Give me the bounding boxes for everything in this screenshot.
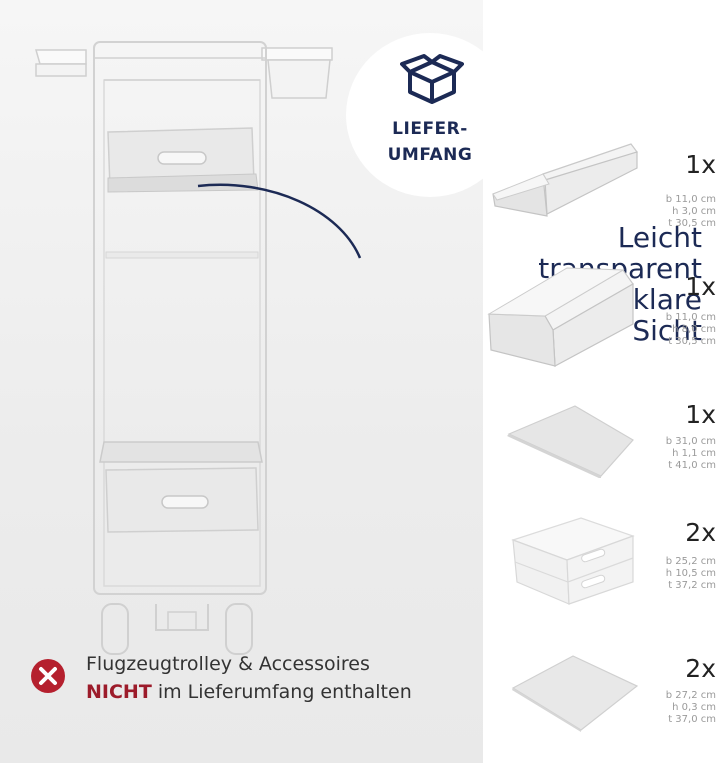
thin-sheet-image xyxy=(511,655,639,732)
dim-height: h 1,1 cm xyxy=(672,448,716,459)
flat-drawer-image xyxy=(492,143,638,217)
notice-line-2: NICHT im Lieferumfang enthalten xyxy=(86,678,412,706)
dim-height: h 0,3 cm xyxy=(672,702,716,713)
list-item: 1x b 31,0 cm h 1,1 cm t 41,0 cm xyxy=(483,398,720,478)
item-dimensions: b 11,0 cm h 3,0 cm t 30,5 cm xyxy=(666,194,716,230)
bubble-line-1: LIEFER- xyxy=(392,119,468,139)
notice-strong: NICHT xyxy=(86,681,152,703)
dim-width: b 25,2 cm xyxy=(665,556,716,567)
list-item: 1x b 11,0 cm h 8,0 cm t 30,5 cm xyxy=(483,262,720,372)
dim-width: b 27,2 cm xyxy=(665,690,716,701)
dim-height: h 8,0 cm xyxy=(672,324,716,335)
item-quantity: 1x xyxy=(685,150,716,179)
stacked-boxes-image xyxy=(511,517,635,605)
dim-width: b 11,0 cm xyxy=(665,194,716,205)
notice-rest: im Lieferumfang enthalten xyxy=(151,681,412,703)
dim-depth: t 37,2 cm xyxy=(668,580,716,591)
item-quantity: 1x xyxy=(685,400,716,429)
dim-depth: t 30,5 cm xyxy=(668,218,716,229)
item-dimensions: b 25,2 cm h 10,5 cm t 37,2 cm xyxy=(666,556,716,592)
scope-of-delivery-label: LIEFER- UMFANG xyxy=(370,116,490,168)
dim-depth: t 30,5 cm xyxy=(668,336,716,347)
dim-width: b 31,0 cm xyxy=(665,436,716,447)
notice-line-1: Flugzeugtrolley & Accessoires xyxy=(86,653,370,675)
callout-line-4: Sicht xyxy=(632,314,702,347)
callout-line-1: Leicht xyxy=(617,221,702,254)
trolley-illustration xyxy=(35,41,362,655)
notice-text: Flugzeugtrolley & Accessoires NICHT im L… xyxy=(86,650,412,706)
item-quantity: 2x xyxy=(685,518,716,547)
deep-drawer-image xyxy=(487,267,634,367)
contents-list-panel xyxy=(483,0,720,763)
item-dimensions: b 27,2 cm h 0,3 cm t 37,0 cm xyxy=(666,690,716,726)
dim-depth: t 37,0 cm xyxy=(668,714,716,725)
list-item: 1x b 11,0 cm h 3,0 cm t 30,5 cm xyxy=(483,140,720,240)
dim-height: h 10,5 cm xyxy=(665,568,716,579)
dim-height: h 3,0 cm xyxy=(672,206,716,217)
dim-width: b 11,0 cm xyxy=(665,312,716,323)
list-item: 2x b 27,2 cm h 0,3 cm t 37,0 cm xyxy=(483,648,720,744)
close-icon xyxy=(31,659,65,693)
box-icon xyxy=(400,54,464,104)
list-item: 2x b 25,2 cm h 10,5 cm t 37,2 cm xyxy=(483,512,720,612)
bubble-line-2: UMFANG xyxy=(387,145,473,165)
item-quantity: 1x xyxy=(685,272,716,301)
item-dimensions: b 31,0 cm h 1,1 cm t 41,0 cm xyxy=(666,436,716,472)
item-dimensions: b 11,0 cm h 8,0 cm t 30,5 cm xyxy=(666,312,716,348)
dim-depth: t 41,0 cm xyxy=(668,460,716,471)
item-quantity: 2x xyxy=(685,654,716,683)
tray-image xyxy=(507,405,634,478)
